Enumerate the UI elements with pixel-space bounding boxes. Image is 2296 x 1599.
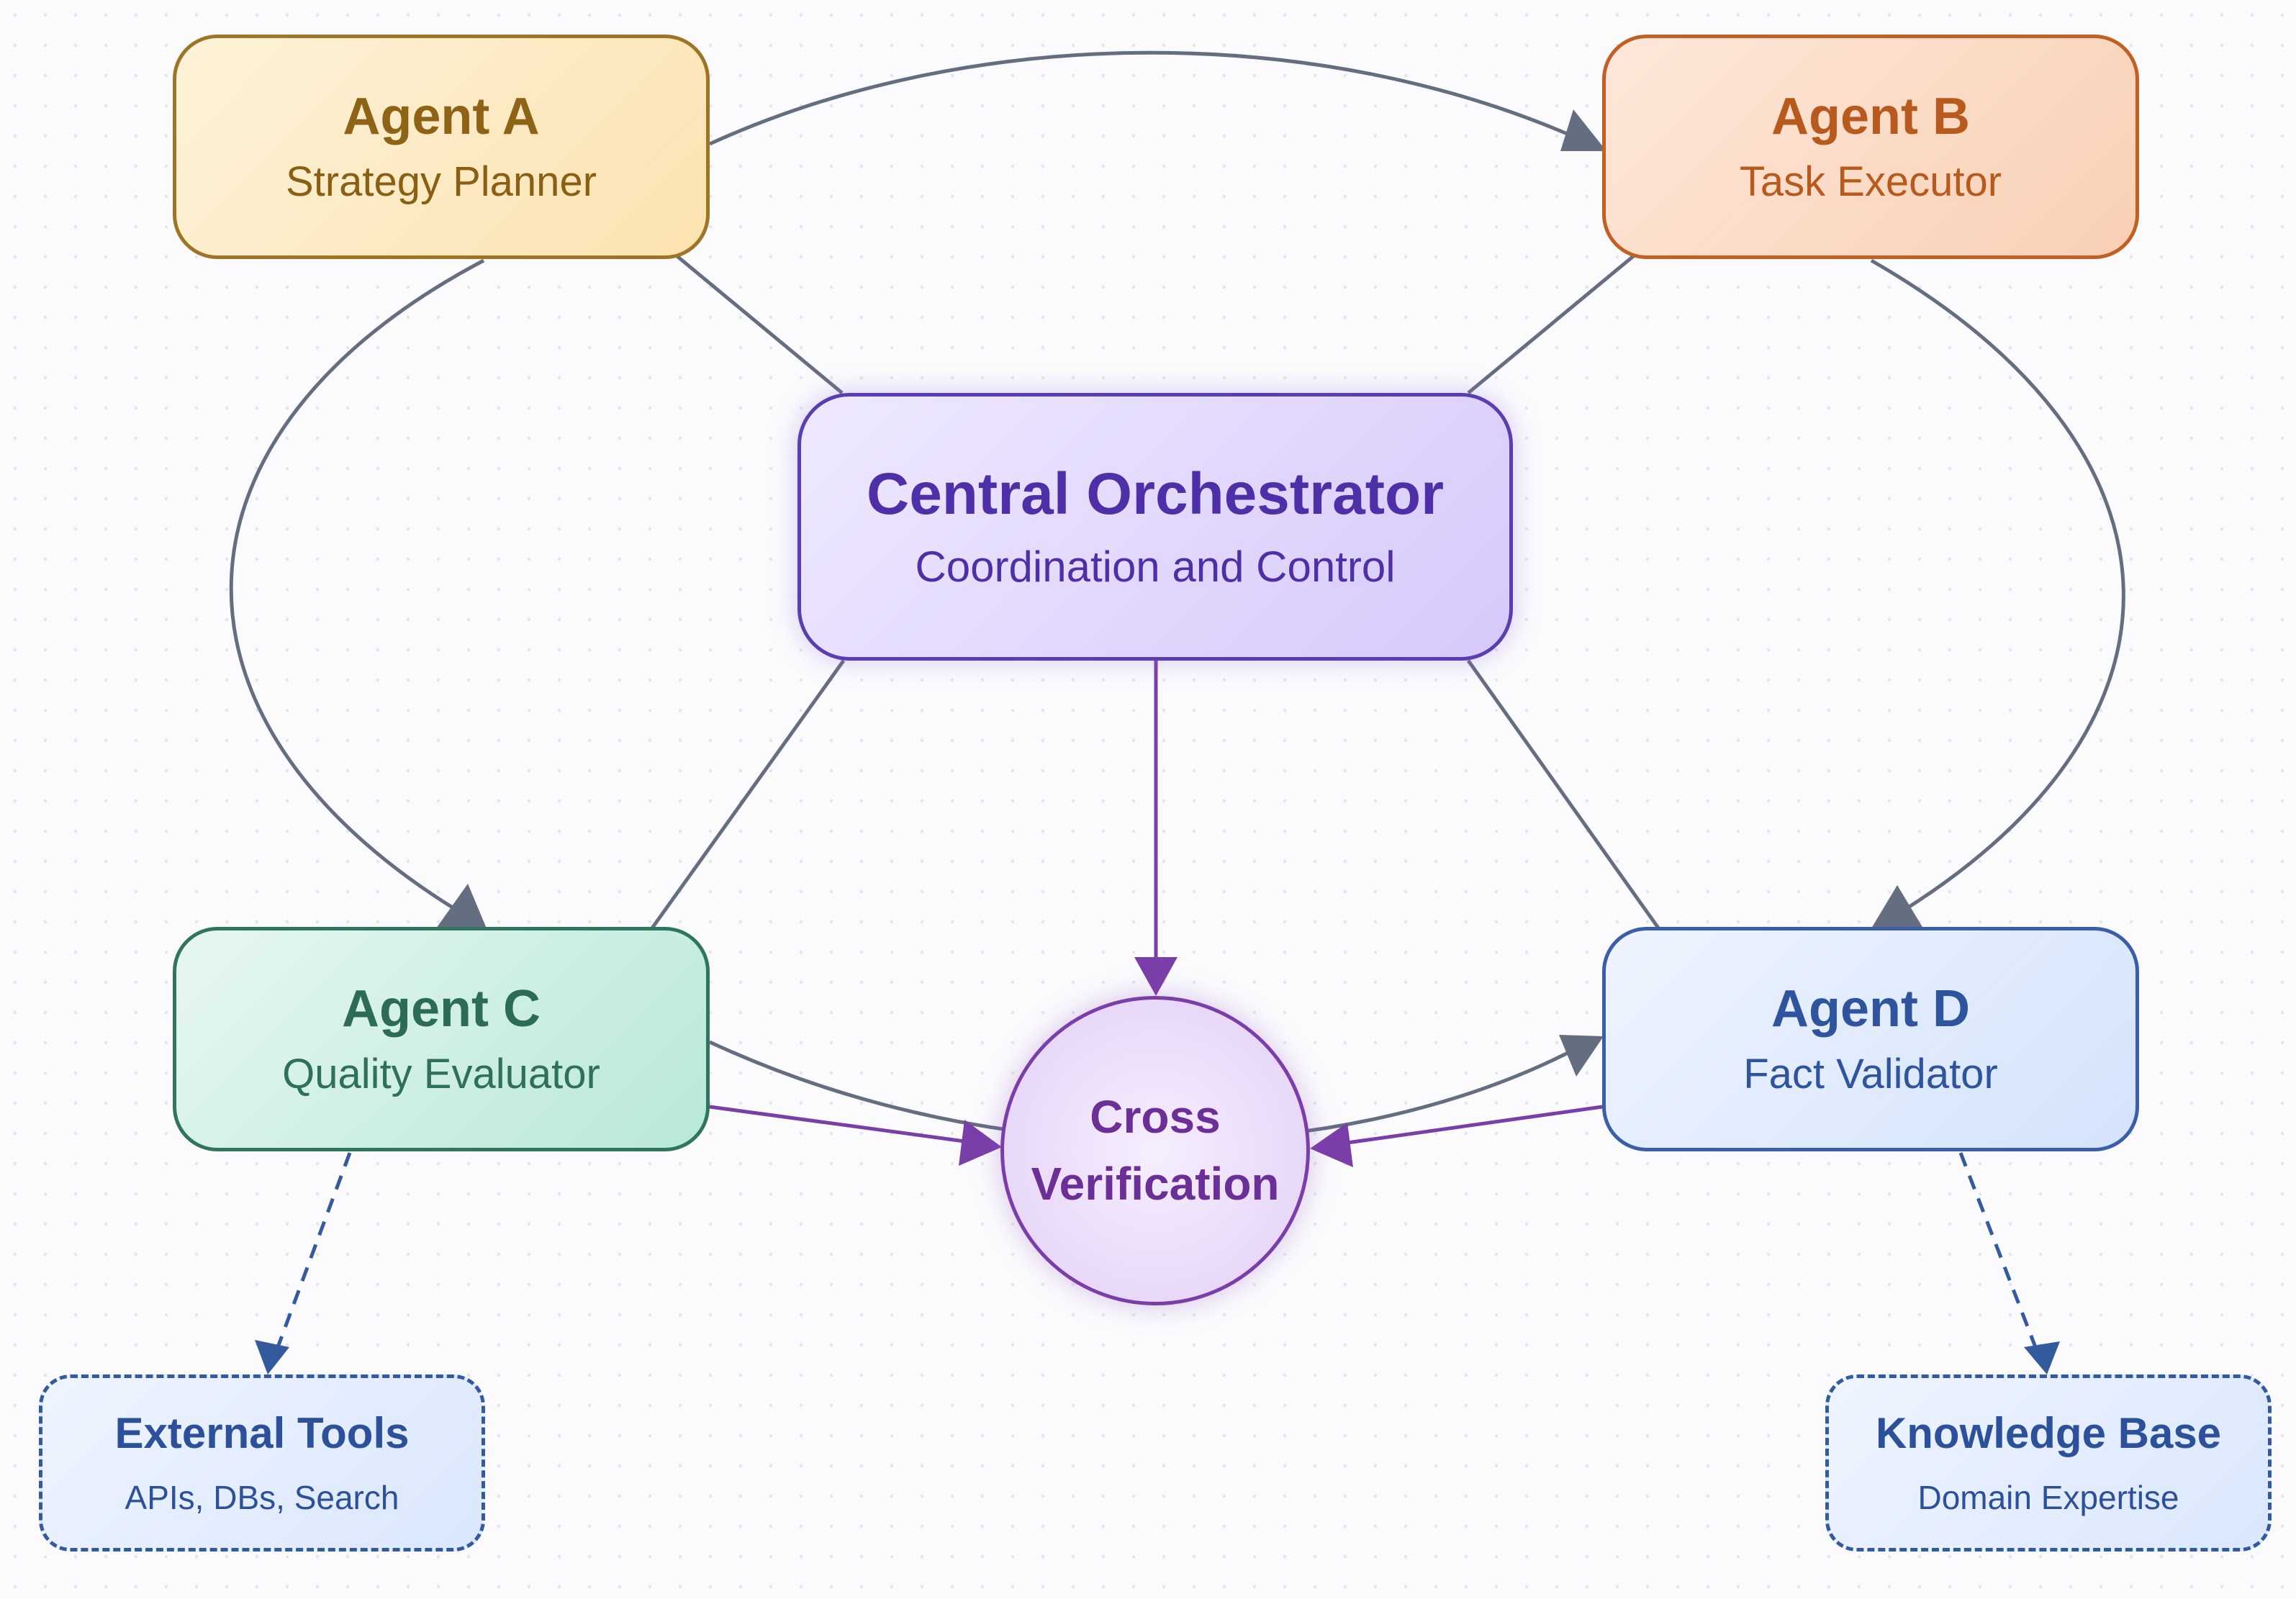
knowledge-base-subtitle: Domain Expertise	[1917, 1479, 2179, 1516]
agent-a-subtitle: Strategy Planner	[285, 158, 597, 205]
knowledge-base-title: Knowledge Base	[1875, 1409, 2222, 1457]
agent-c-node: Agent C Quality Evaluator	[173, 927, 710, 1151]
agent-c-title: Agent C	[342, 980, 541, 1038]
agent-b-subtitle: Task Executor	[1739, 158, 2002, 205]
edge-agent-d-to-cross-verification	[1347, 1105, 1603, 1145]
orchestrator-title: Central Orchestrator	[866, 461, 1445, 527]
agent-d-node: Agent D Fact Validator	[1602, 927, 2139, 1151]
cross-verification-line2: Verification	[1031, 1158, 1280, 1210]
arrowhead-agent-d-top	[1871, 885, 1923, 928]
arrowhead-cross-top	[1134, 957, 1178, 996]
edge-orchestrator-to-agent-d	[1466, 659, 1679, 956]
arrowhead-agent-d-bottom	[1559, 1035, 1604, 1077]
cross-verification-line1: Cross	[1090, 1091, 1221, 1143]
agent-b-node: Agent B Task Executor	[1602, 35, 2139, 259]
arrowhead-cross-left	[959, 1120, 1002, 1166]
central-orchestrator-node: Central Orchestrator Coordination and Co…	[797, 393, 1513, 661]
cross-verification-node: Cross Verification	[1000, 996, 1310, 1305]
external-tools-node: External Tools APIs, DBs, Search	[39, 1374, 485, 1552]
arrowhead-external-tools	[255, 1340, 289, 1374]
agent-a-title: Agent A	[343, 88, 540, 145]
external-tools-title: External Tools	[114, 1409, 410, 1457]
arrowhead-agent-b	[1560, 109, 1606, 151]
edge-agent-b-to-agent-d	[1870, 258, 2125, 915]
orchestrator-subtitle: Coordination and Control	[915, 543, 1396, 591]
edge-agent-d-to-knowledge-base	[1958, 1152, 2038, 1348]
arrowhead-agent-c-top	[436, 884, 487, 928]
arrowhead-cross-right	[1310, 1123, 1353, 1167]
edge-orchestrator-to-agent-c	[631, 659, 846, 956]
arrowhead-knowledge-base	[2024, 1341, 2060, 1374]
edge-agent-a-to-agent-b	[708, 50, 1601, 150]
external-tools-subtitle: APIs, DBs, Search	[125, 1479, 399, 1516]
agent-b-title: Agent B	[1771, 88, 1970, 145]
edge-agent-c-to-external-tools	[276, 1152, 352, 1348]
agent-a-node: Agent A Strategy Planner	[173, 35, 710, 259]
edge-agent-c-to-cross-verification	[709, 1105, 965, 1143]
knowledge-base-node: Knowledge Base Domain Expertise	[1825, 1374, 2272, 1552]
agent-c-subtitle: Quality Evaluator	[282, 1051, 600, 1097]
agent-d-title: Agent D	[1771, 980, 1970, 1038]
agent-d-subtitle: Fact Validator	[1743, 1051, 1998, 1097]
edge-agent-a-to-agent-c	[229, 258, 485, 915]
